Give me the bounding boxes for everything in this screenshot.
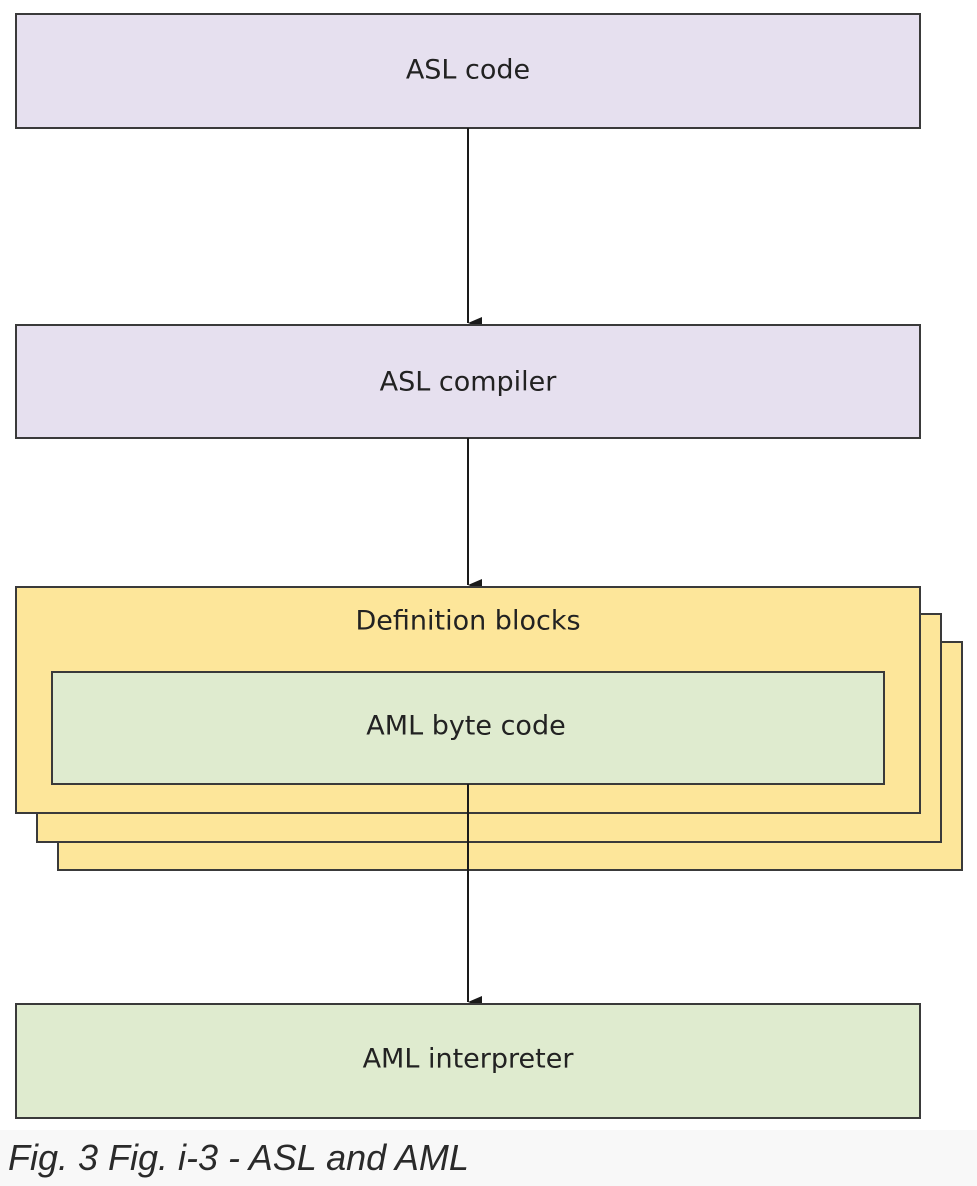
aml-byte-code-node: AML byte code <box>51 671 885 785</box>
definition-blocks-stack: Definition blocks AML byte code <box>15 586 963 871</box>
definition-blocks-label: Definition blocks <box>355 606 580 637</box>
figure-caption: Fig. 3 Fig. i-3 - ASL and AML <box>0 1130 977 1186</box>
aml-interpreter-label: AML interpreter <box>363 1044 575 1075</box>
aml-interpreter-node: AML interpreter <box>15 1003 921 1119</box>
asl-aml-flow-diagram: ASL code ASL compiler Definition blocks … <box>15 13 963 1119</box>
asl-compiler-label: ASL compiler <box>380 367 558 398</box>
asl-code-node: ASL code <box>15 13 921 129</box>
asl-code-label: ASL code <box>406 55 530 86</box>
asl-compiler-node: ASL compiler <box>15 324 921 439</box>
aml-byte-code-label: AML byte code <box>366 711 565 742</box>
